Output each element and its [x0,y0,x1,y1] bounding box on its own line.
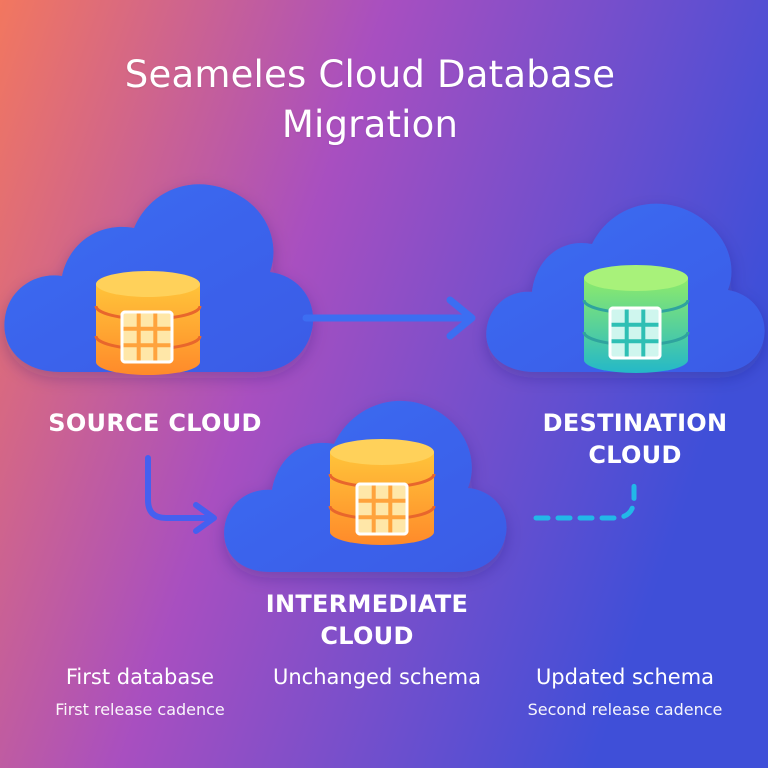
title-line-2: Migration [281,103,459,146]
arrow-right-icon [302,296,476,340]
caption-updated-schema: Updated schema Second release cadence [500,664,750,721]
grid-icon [355,482,409,536]
caption-main: Unchanged schema [272,665,481,689]
title-line-1: Seameles Cloud Database [124,53,616,96]
grid-icon [608,306,662,360]
caption-main: Updated schema [535,665,715,689]
dashed-connector-icon [533,483,637,521]
source-database-icon [94,271,202,375]
elbow-arrow-icon [145,455,217,534]
destination-cloud-label: DESTINATION CLOUD [520,407,750,471]
intermediate-label-line-2: CLOUD [320,622,414,650]
caption-main: First database [65,665,215,689]
intermediate-cloud-label: INTERMEDIATE CLOUD [232,588,502,652]
source-cloud-label-text: SOURCE CLOUD [48,409,262,437]
caption-unchanged-schema: Unchanged schema [252,664,502,690]
destination-database-icon [582,265,690,373]
intermediate-label-line-1: INTERMEDIATE [265,590,469,618]
intermediate-database-icon [328,439,436,545]
destination-label-line-2: CLOUD [588,441,682,469]
diagram-title: Seameles Cloud Database Migration [40,50,700,150]
destination-label-line-1: DESTINATION [542,409,728,437]
grid-icon [120,310,174,364]
caption-sub: First release cadence [55,700,225,719]
source-cloud-label: SOURCE CLOUD [20,407,290,439]
caption-sub: Second release cadence [527,700,723,719]
caption-first-database: First database First release cadence [20,664,260,721]
